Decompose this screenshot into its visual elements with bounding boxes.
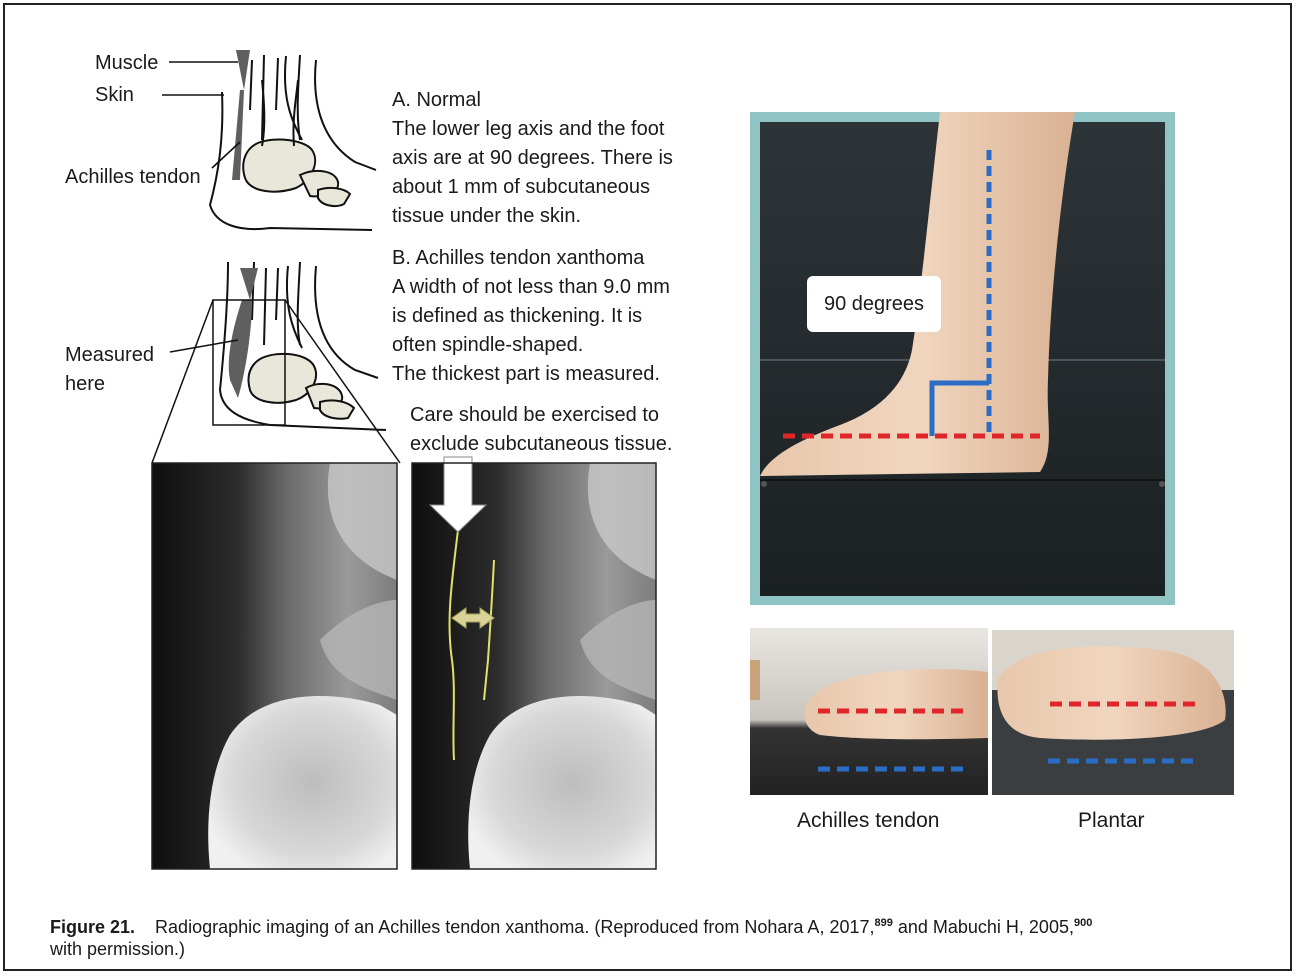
label-skin: Skin [95, 84, 134, 107]
ref-900: 900 [1074, 917, 1092, 929]
angle-label: 90 degrees [807, 276, 941, 332]
label-measured: Measured [65, 344, 154, 367]
leader-line-measured [170, 340, 238, 352]
heading-normal: A. Normal [392, 86, 481, 115]
normal-line-3: about 1 mm of subcutaneous [392, 173, 650, 202]
caption-text: Radiographic imaging of an Achilles tend… [155, 917, 874, 937]
xanthoma-line-4: The thickest part is measured. [392, 360, 660, 389]
label-here: here [65, 373, 105, 396]
label-photo-plantar: Plantar [1078, 809, 1145, 833]
caption-mid: and Mabuchi H, 2005, [893, 917, 1074, 937]
normal-line-2: axis are at 90 degrees. There is [392, 144, 673, 173]
caption-end: with permission.) [50, 939, 185, 959]
normal-line-1: The lower leg axis and the foot [392, 115, 664, 144]
xray-left [152, 463, 397, 869]
normal-line-4: tissue under the skin. [392, 202, 581, 231]
photo-achilles [750, 628, 988, 795]
diagram-xanthoma [152, 262, 400, 463]
label-muscle: Muscle [95, 52, 158, 75]
xanthoma-line-3: often spindle-shaped. [392, 331, 583, 360]
ref-899: 899 [874, 917, 892, 929]
care-line-2: exclude subcutaneous tissue. [410, 430, 672, 459]
photo-lateral-foot [750, 112, 1175, 605]
xanthoma-line-1: A width of not less than 9.0 mm [392, 273, 670, 302]
heading-xanthoma: B. Achilles tendon xanthoma [392, 244, 644, 273]
figure-number: Figure 21. [50, 917, 135, 937]
xray-right [412, 457, 656, 869]
diagram-normal [210, 50, 376, 230]
figure-caption: Figure 21. Radiographic imaging of an Ac… [50, 912, 1260, 960]
xanthoma-line-2: is defined as thickening. It is [392, 302, 642, 331]
label-photo-achilles: Achilles tendon [797, 809, 939, 833]
leader-lines-a [162, 62, 240, 168]
care-line-1: Care should be exercised to [410, 401, 659, 430]
photo-plantar [992, 630, 1234, 795]
label-achilles-tendon: Achilles tendon [65, 166, 201, 189]
